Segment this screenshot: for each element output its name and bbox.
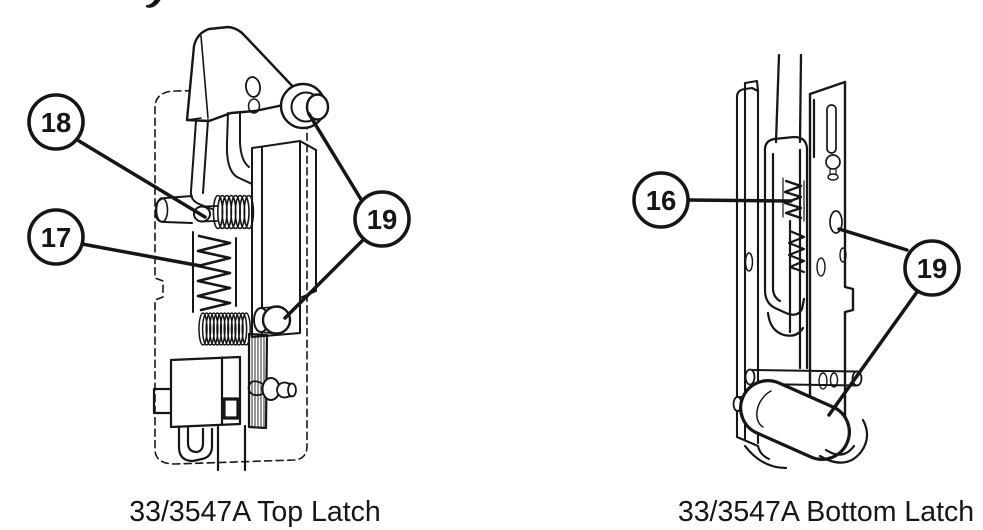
- bracket-slot: [222, 397, 240, 420]
- bottom-bracket: [152, 332, 269, 472]
- leader-line-18: [77, 139, 207, 219]
- callout-label: 19: [917, 253, 948, 284]
- plate-hole-lower-right: [829, 372, 839, 388]
- latch-lever-edge-line: [186, 35, 209, 121]
- callout-circle: [632, 171, 690, 229]
- horizontal-coil-spring: [212, 194, 255, 230]
- leader-line-17: [80, 242, 203, 268]
- leader-line-19-left-upper: [307, 112, 364, 203]
- plate-hole-small: [839, 247, 847, 263]
- secondary-spring: [787, 229, 806, 274]
- ear-pin-cap: [155, 197, 169, 223]
- callout-label: 17: [41, 222, 72, 253]
- lever-hole: [245, 76, 261, 98]
- actuator-rod: [774, 53, 803, 144]
- leader-line-16: [686, 198, 793, 203]
- plate-hole-mid: [816, 257, 826, 277]
- latch-spring-rails: [782, 177, 805, 222]
- back-plate: [735, 79, 771, 461]
- leader-line-19-right-upper: [837, 227, 909, 252]
- plate-hole-lower-left: [818, 372, 828, 390]
- callout-label: 19: [367, 204, 398, 235]
- top-latch-caption: 33/3547A Top Latch: [129, 496, 380, 528]
- lower-pivot-pin: [261, 305, 292, 335]
- top-pivot-pin: [305, 93, 330, 121]
- leader-line-19-left-lower: [283, 237, 366, 320]
- cam-hook: [743, 418, 869, 470]
- bottom-latch-caption: 33/3547A Bottom Latch: [678, 496, 974, 528]
- callout-19-left: 19: [353, 190, 411, 248]
- back-plate-hole: [744, 252, 754, 272]
- callout-circle: [27, 93, 85, 151]
- lower-coil-spring: [198, 312, 251, 346]
- leader-line-19-right-lower: [827, 290, 919, 417]
- callout-16: 16: [632, 171, 690, 229]
- latch-body-frame: [155, 111, 317, 338]
- lower-pin-body: [260, 306, 277, 335]
- plate-rivet-washer: [827, 173, 839, 181]
- front-plate: [808, 80, 855, 432]
- main-vertical-spring: [196, 234, 232, 312]
- latch-roller: [739, 379, 851, 461]
- bottom-latch-drawing: [732, 53, 869, 470]
- callout-19-right: 19: [903, 239, 961, 297]
- callout-circle: [27, 208, 85, 266]
- cross-bar-cap-left: [744, 368, 756, 386]
- wing-nut-bolt-cap: [287, 382, 297, 398]
- top-latch-dashed-outline: [154, 88, 308, 465]
- latch-roller-end-arc: [756, 390, 772, 428]
- lever-detail-hole: [247, 98, 261, 114]
- mounting-hole-upper: [829, 210, 843, 234]
- top-latch-drawing: [152, 25, 330, 472]
- callout-circle: [903, 239, 961, 297]
- wing-nut-wing: [247, 380, 264, 397]
- cropped-text-fragment: [146, 0, 161, 8]
- wing-nut-bolt-lines: [283, 381, 293, 399]
- callout-label: 16: [646, 185, 677, 216]
- callout-circle: [353, 190, 411, 248]
- leader-lines: [77, 112, 919, 417]
- plate-rivet: [825, 154, 841, 170]
- plate-rivet-stem: [829, 168, 837, 175]
- front-plate-slot: [826, 104, 837, 154]
- inner-lever: [763, 98, 816, 370]
- callout-18: 18: [27, 93, 85, 151]
- callout-label: 18: [41, 107, 72, 138]
- callout-17: 17: [27, 208, 85, 266]
- latch-spring: [783, 179, 803, 220]
